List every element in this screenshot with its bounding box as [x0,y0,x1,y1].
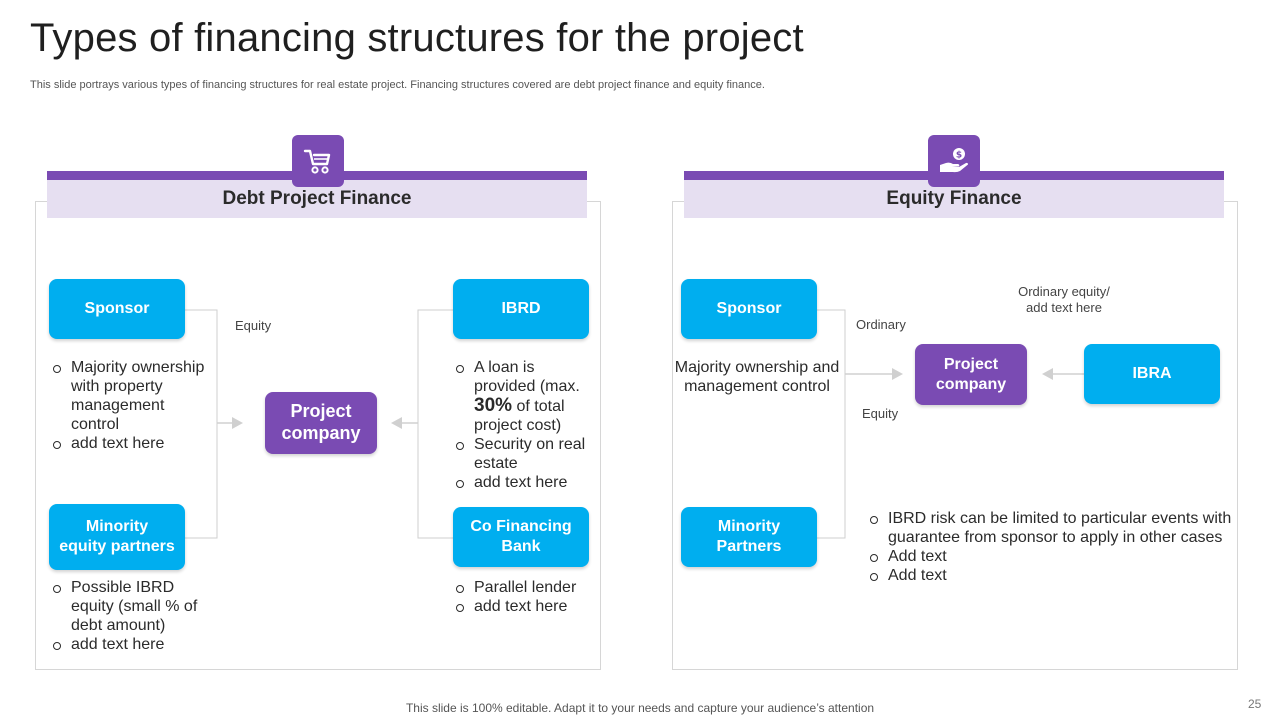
list-item: Possible IBRD equity (small % of debt am… [51,578,211,635]
list-item: Security on real estate [454,435,594,473]
equity-right-arrow [1042,368,1053,380]
ordinary-label: Ordinary [856,317,906,332]
equity-left-arrow [892,368,903,380]
equity-project-company-box: Project company [915,344,1027,405]
debt-icon-box [292,135,344,187]
page-subtitle: This slide portrays various types of fin… [30,79,765,91]
ibra-label: IBRA [1132,365,1172,383]
list-item: IBRD risk can be limited to particular e… [868,509,1234,547]
list-item: A loan is provided (max. 30% of total pr… [454,358,594,435]
debt-minority-bullets: Possible IBRD equity (small % of debt am… [51,578,211,654]
debt-sponsor-bullets: Majority ownership with property managem… [51,358,211,453]
debt-sponsor-box: Sponsor [49,279,185,339]
hand-dollar-icon: $ [940,148,968,173]
cofin-bullets: Parallel lender add text here [454,578,594,616]
list-item: Parallel lender [454,578,594,597]
debt-project-line2: company [281,423,361,443]
debt-minority-line2: equity partners [59,538,175,555]
majority-ownership-text: Majority ownership and management contro… [674,359,840,395]
debt-minority-box: Minority equity partners [49,504,185,570]
list-item: add text here [51,434,211,453]
ibrd-label: IBRD [501,300,541,318]
equity-sponsor-label: Sponsor [716,300,782,318]
debt-equity-label: Equity [235,318,272,333]
ibra-box: IBRA [1084,344,1220,404]
debt-project-line1: Project [290,401,352,422]
debt-header: Debt Project Finance [47,180,587,218]
ordinary-equity-note: Ordinary equity/ add text here [1018,284,1110,315]
page-title: Types of financing structures for the pr… [30,16,804,60]
svg-text:$: $ [956,151,962,161]
list-item: Add text [868,547,1234,566]
equity-icon-box: $ [928,135,980,187]
equity-project-line1: Project [943,355,999,373]
ibrd-box: IBRD [453,279,589,339]
equity-bullets: IBRD risk can be limited to particular e… [868,509,1234,585]
page-number: 25 [1248,697,1262,711]
debt-left-arrow [232,417,243,429]
list-item: add text here [454,597,594,616]
equity-sponsor-box: Sponsor [681,279,817,339]
footer-note: This slide is 100% editable. Adapt it to… [405,701,875,715]
list-item: add text here [51,635,211,654]
list-item: Majority ownership with property managem… [51,358,211,434]
list-item: add text here [454,473,594,492]
list-item: Add text [868,566,1234,585]
equity-project-line2: company [935,375,1007,393]
debt-sponsor-label: Sponsor [84,300,150,318]
debt-right-arrow [391,417,402,429]
equity-label: Equity [862,406,899,421]
debt-minority-line1: Minority [85,518,149,536]
minority-partners-line2: Partners [716,538,782,555]
ibrd-bullets: A loan is provided (max. 30% of total pr… [454,358,594,492]
cofin-line1: Co Financing [470,518,572,536]
shopping-cart-icon [303,149,331,174]
cofin-line2: Bank [501,538,541,555]
minority-partners-line1: Minority [717,518,781,536]
